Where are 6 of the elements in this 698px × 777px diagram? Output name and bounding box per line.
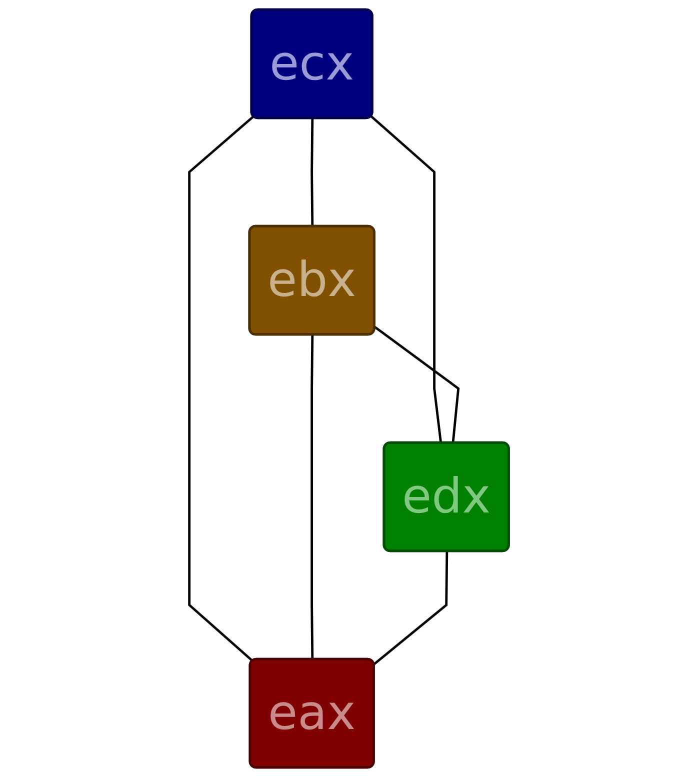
connector — [374, 326, 460, 444]
connector — [310, 118, 314, 227]
connector — [188, 115, 254, 662]
connector — [373, 551, 448, 666]
connector — [370, 115, 442, 444]
connector — [310, 334, 314, 660]
